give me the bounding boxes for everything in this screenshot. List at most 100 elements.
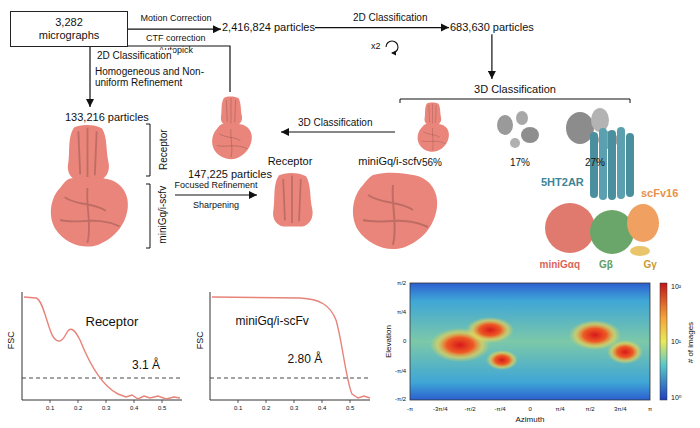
step-note: Homogeneous and Non-uniform Refinement xyxy=(95,66,215,89)
node-label: miniGq/i-scfv xyxy=(358,155,422,168)
drawing-rect xyxy=(410,283,650,400)
drawing-path xyxy=(146,124,150,176)
node-label: Receptor xyxy=(268,155,313,168)
drawing-rect xyxy=(626,133,634,197)
particle-count: 683,630 particles xyxy=(450,21,534,34)
node-label: 3,282 micrographs xyxy=(31,16,107,42)
tick-label: π/2 xyxy=(397,280,406,287)
tick-label: 0.4 xyxy=(130,405,138,412)
drawing-use xyxy=(418,102,449,151)
colorbar-label: 10⁰ xyxy=(671,394,682,402)
tick-label: -π xyxy=(407,406,413,413)
drawing-path xyxy=(146,184,150,248)
tick-label: π/4 xyxy=(397,309,406,316)
axis-title: Azimuth xyxy=(516,415,545,424)
drawing-path xyxy=(22,292,182,400)
plot-title: Receptor xyxy=(86,315,139,330)
flow-arrow xyxy=(175,194,257,195)
tick-label: -π/4 xyxy=(495,406,506,413)
chain-label: scFv16 xyxy=(641,187,678,200)
resolution-value: 3.1 Å xyxy=(132,359,160,373)
tick-label: 0.3 xyxy=(102,405,110,412)
chain-label: miniGαq xyxy=(540,259,581,271)
edge-label: 3D Classification xyxy=(296,117,374,129)
drawing-ellipse xyxy=(516,111,528,125)
bracket-label: miniGq/i-scfv xyxy=(157,186,169,244)
drawing-rect xyxy=(410,283,650,400)
drawing-path xyxy=(24,297,180,399)
drawing-use xyxy=(212,97,252,160)
tick-label: 0.1 xyxy=(234,405,242,412)
tick-label: π/2 xyxy=(586,406,595,413)
drawing-ellipse xyxy=(566,112,594,144)
drawing-path xyxy=(50,400,162,403)
node-label: 2,416,824 particles xyxy=(222,21,315,34)
drawing-ellipse xyxy=(466,317,514,343)
colorbar-label: 10² xyxy=(671,283,681,291)
focused-map: Receptor xyxy=(258,152,322,238)
drawing-rect xyxy=(608,130,616,200)
tick-label: -3π/4 xyxy=(433,406,447,413)
drawing-path xyxy=(212,297,370,398)
tick-label: 3π/4 xyxy=(614,406,626,413)
tick-label: π xyxy=(648,406,652,413)
tick-label: 0.1 xyxy=(46,405,54,412)
drawing-rect xyxy=(660,283,667,400)
flow-arrow xyxy=(281,131,395,132)
drawing-ellipse xyxy=(510,138,520,148)
chain-label: 5HT2AR xyxy=(541,176,584,189)
tick-label: 0.4 xyxy=(318,405,326,412)
edge-label: 2D Classification xyxy=(95,50,173,62)
drawing-ellipse xyxy=(545,203,595,253)
axis-title: # of images xyxy=(686,321,695,362)
flow-arrow xyxy=(315,27,449,28)
tick-label: -π/2 xyxy=(465,406,476,413)
drawing-ellipse xyxy=(630,246,650,256)
drawing-ellipse xyxy=(591,108,609,132)
flow-arrow xyxy=(90,46,230,107)
edge-label: 2D Classification xyxy=(351,12,429,24)
bracket-label: Receptor xyxy=(157,129,169,170)
drawing-path xyxy=(238,400,350,403)
drawing-rect xyxy=(617,127,625,199)
drawing-path xyxy=(386,41,398,53)
node-label: 683,630 particles xyxy=(450,21,534,34)
drawing-ellipse xyxy=(590,210,634,254)
chain-label: Gβ xyxy=(599,259,613,271)
map-particle-count: 147,225 particles xyxy=(180,92,280,184)
drawing-ellipse xyxy=(607,340,643,364)
class-percent: 17% xyxy=(510,157,530,169)
plot-title: miniGq/i-scFv xyxy=(236,315,309,329)
axis-title: FSC xyxy=(195,331,205,349)
chain-label: Gγ xyxy=(644,259,657,271)
flow-arrow xyxy=(128,29,221,30)
tick-label: 0 xyxy=(403,338,406,345)
node-label: 133,216 particles xyxy=(65,111,149,124)
drawing-path xyxy=(400,99,630,103)
flow-arrow xyxy=(491,34,492,79)
tick-label: π/4 xyxy=(556,406,565,413)
step-note: Sharpening xyxy=(193,200,239,210)
repeat-count: x2 xyxy=(371,41,381,51)
drawing-use xyxy=(51,125,128,246)
step-note: Motion Correction xyxy=(141,13,212,23)
node-label: 3D Classification xyxy=(474,83,556,96)
tick-label: 0.5 xyxy=(158,405,166,412)
drawing-path xyxy=(210,292,370,400)
particle-count: 2,416,824 particles xyxy=(222,21,315,34)
drawing-use xyxy=(273,173,313,227)
tick-label: 0.2 xyxy=(262,405,270,412)
tick-label: 0.3 xyxy=(290,405,298,412)
drawing-path xyxy=(22,378,182,379)
tick-label: 0.5 xyxy=(346,405,354,412)
micrograph-box: 3,282 micrographs xyxy=(10,11,128,47)
class-percent: 27% xyxy=(585,157,605,169)
tick-label: -π/4 xyxy=(395,368,406,375)
drawing-ellipse xyxy=(486,350,518,370)
tick-label: 0.2 xyxy=(74,405,82,412)
tick-label: -π/2 xyxy=(395,396,406,403)
drawing-ellipse xyxy=(497,115,513,135)
